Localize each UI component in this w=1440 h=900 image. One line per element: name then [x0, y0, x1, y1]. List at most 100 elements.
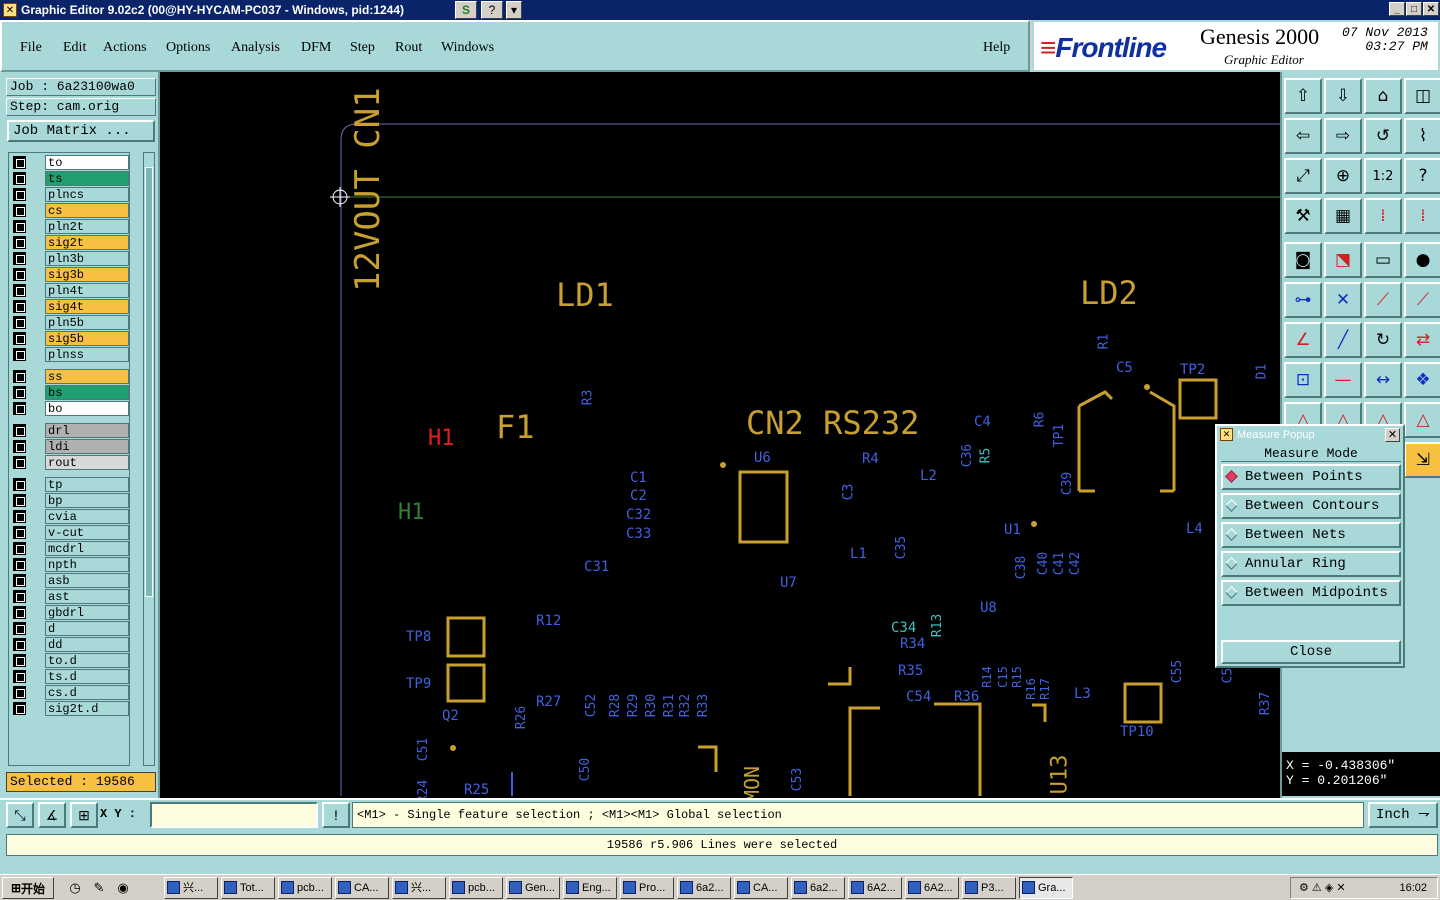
layer-checkbox[interactable]: [13, 402, 26, 415]
layer-row[interactable]: ts: [11, 171, 129, 186]
layer-row[interactable]: sig5b: [11, 331, 129, 346]
pad-icon[interactable]: ◙: [1284, 242, 1322, 278]
layer-row[interactable]: ast: [11, 589, 129, 604]
popup-close-button[interactable]: Close: [1221, 640, 1401, 664]
layer-row[interactable]: pln4t: [11, 283, 129, 298]
zoom-down-icon[interactable]: ⇩: [1324, 78, 1362, 114]
layer-row[interactable]: cs: [11, 203, 129, 218]
circle-icon[interactable]: ●: [1404, 242, 1440, 278]
layer-name[interactable]: v-cut: [45, 525, 129, 540]
layer-checkbox[interactable]: [13, 424, 26, 437]
pan-right-icon[interactable]: ⇨: [1324, 118, 1362, 154]
taskbar-item[interactable]: 6a2...: [677, 877, 731, 899]
taskbar-item[interactable]: 兴...: [164, 877, 218, 899]
layer-row[interactable]: bp: [11, 493, 129, 508]
layer-row[interactable]: asb: [11, 573, 129, 588]
unit-select[interactable]: Inch ⇁: [1368, 802, 1438, 828]
layer-checkbox[interactable]: [13, 252, 26, 265]
layer-checkbox[interactable]: [13, 456, 26, 469]
layer-name[interactable]: sig4t: [45, 299, 129, 314]
layer-name[interactable]: rout: [45, 455, 129, 470]
layer-row[interactable]: plnss: [11, 347, 129, 362]
layer-row[interactable]: npth: [11, 557, 129, 572]
menu-step[interactable]: Step: [350, 40, 375, 55]
popup-close-icon[interactable]: ✕: [1385, 428, 1400, 442]
layer-row[interactable]: pln3b: [11, 251, 129, 266]
taskbar-item[interactable]: 6a2...: [791, 877, 845, 899]
layer-row[interactable]: ts.d: [11, 669, 129, 684]
layer-name[interactable]: to: [45, 155, 129, 170]
layer-name[interactable]: pln5b: [45, 315, 129, 330]
layer-name[interactable]: drl: [45, 423, 129, 438]
taskbar-item[interactable]: Tot...: [221, 877, 275, 899]
menu-file[interactable]: File: [20, 40, 42, 55]
dropdown-icon[interactable]: ▾: [506, 1, 522, 19]
layer-row[interactable]: sig4t: [11, 299, 129, 314]
layer-name[interactable]: pln3b: [45, 251, 129, 266]
undo-view-icon[interactable]: ↺: [1364, 118, 1402, 154]
layer-checkbox[interactable]: [13, 268, 26, 281]
layer-checkbox[interactable]: [13, 590, 26, 603]
layer-row[interactable]: cvia: [11, 509, 129, 524]
line-end-icon[interactable]: ⟋: [1404, 282, 1440, 318]
layer-name[interactable]: sig3b: [45, 267, 129, 282]
layer-checkbox[interactable]: [13, 574, 26, 587]
arc-icon[interactable]: ↻: [1364, 322, 1402, 358]
layer-checkbox[interactable]: [13, 348, 26, 361]
layer-checkbox[interactable]: [13, 440, 26, 453]
layer-name[interactable]: sig5b: [45, 331, 129, 346]
layer-checkbox[interactable]: [13, 526, 26, 539]
select-box-icon[interactable]: ⊡: [1284, 362, 1322, 398]
option-between-points[interactable]: Between Points: [1221, 464, 1401, 490]
layer-checkbox[interactable]: [13, 670, 26, 683]
menu-options[interactable]: Options: [166, 40, 211, 55]
surface-icon[interactable]: ⬔: [1324, 242, 1362, 278]
grid-snap-icon[interactable]: ⊞: [70, 802, 98, 828]
layer-checkbox[interactable]: [13, 188, 26, 201]
layer-name[interactable]: plncs: [45, 187, 129, 202]
option-annular-ring[interactable]: Annular Ring: [1221, 551, 1401, 577]
angle-icon[interactable]: ∠: [1284, 322, 1322, 358]
taskbar-item[interactable]: Gra...: [1019, 877, 1073, 899]
notes-app-icon[interactable]: ✎: [93, 880, 105, 895]
close-button[interactable]: ✕: [1423, 2, 1439, 16]
layer-row[interactable]: drl: [11, 423, 129, 438]
layer-name[interactable]: to.d: [45, 653, 129, 668]
net-select-icon[interactable]: ⁞: [1364, 198, 1402, 234]
layer-row[interactable]: tp: [11, 477, 129, 492]
layer-row[interactable]: to: [11, 155, 129, 170]
taskbar-item[interactable]: CA...: [734, 877, 788, 899]
layer-checkbox[interactable]: [13, 300, 26, 313]
info-icon[interactable]: !: [322, 802, 350, 828]
layer-checkbox[interactable]: [13, 510, 26, 523]
menu-edit[interactable]: Edit: [63, 40, 87, 55]
tray-icons[interactable]: ⚙ ⚠ ◈ ✕: [1299, 882, 1346, 894]
group-icon[interactable]: ❖: [1404, 362, 1440, 398]
layer-checkbox[interactable]: [13, 236, 26, 249]
layer-name[interactable]: ss: [45, 369, 129, 384]
layer-name[interactable]: mcdrl: [45, 541, 129, 556]
layer-checkbox[interactable]: [13, 220, 26, 233]
measure-icon[interactable]: ⇲: [1404, 442, 1440, 478]
layer-name[interactable]: pln2t: [45, 219, 129, 234]
taskbar-item[interactable]: Eng...: [563, 877, 617, 899]
layer-checkbox[interactable]: [13, 622, 26, 635]
layer-name[interactable]: ast: [45, 589, 129, 604]
layer-checkbox[interactable]: [13, 606, 26, 619]
menu-help[interactable]: Help: [983, 40, 1011, 55]
layer-name[interactable]: ldi: [45, 439, 129, 454]
menu-analysis[interactable]: Analysis: [231, 40, 280, 55]
layer-row[interactable]: sig2t.d: [11, 701, 129, 716]
dash-icon[interactable]: —: [1324, 362, 1362, 398]
zoom-box-icon[interactable]: ⤡: [6, 802, 34, 828]
menu-rout[interactable]: Rout: [395, 40, 423, 55]
layer-name[interactable]: dd: [45, 637, 129, 652]
layer-checkbox[interactable]: [13, 558, 26, 571]
layer-name[interactable]: bo: [45, 401, 129, 416]
pan-left-icon[interactable]: ⇦: [1284, 118, 1322, 154]
layer-row[interactable]: d: [11, 621, 129, 636]
taskbar-item[interactable]: Pro...: [620, 877, 674, 899]
menu-dfm[interactable]: DFM: [301, 40, 332, 55]
snap-icon[interactable]: ⌇: [1404, 118, 1440, 154]
flip-icon[interactable]: ⇄: [1404, 322, 1440, 358]
